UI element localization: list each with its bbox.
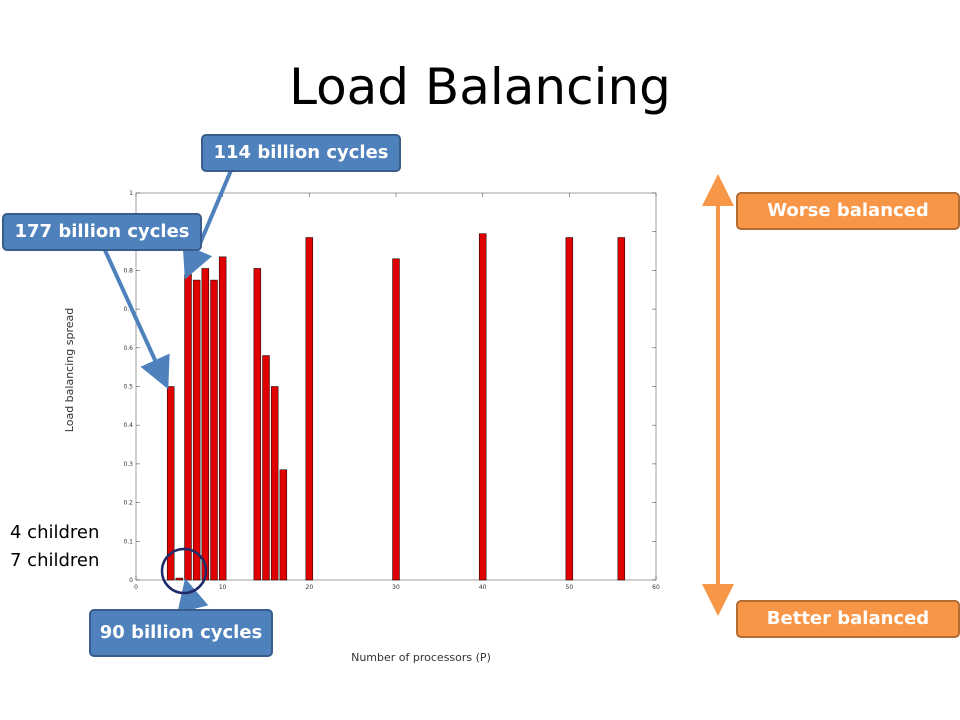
highlight-circle xyxy=(160,547,208,595)
x-tick-label: 60 xyxy=(652,584,660,591)
label-4-children: 4 children xyxy=(10,522,100,543)
x-tick-label: 50 xyxy=(566,584,574,591)
callout-114-billion-cycles: 114 billion cycles xyxy=(201,134,401,172)
callout-177-billion-cycles: 177 billion cycles xyxy=(2,213,202,251)
y-axis-label: Load balancing spread xyxy=(63,308,76,432)
y-tick-label: 0.8 xyxy=(123,267,133,274)
bar-p15 xyxy=(262,355,270,581)
arrow-177 xyxy=(102,247,170,390)
y-tick-label: 0.6 xyxy=(123,345,133,352)
y-tick-label: 0.2 xyxy=(123,500,133,507)
bar-p5 xyxy=(175,577,184,581)
y-tick-label: 0.3 xyxy=(123,461,133,468)
bar-p40 xyxy=(478,233,487,581)
callout-worse-balanced: Worse balanced xyxy=(736,192,960,230)
bar-p14 xyxy=(253,268,262,581)
y-tick-label: 0.1 xyxy=(123,538,133,545)
slide-title: Load Balancing xyxy=(289,58,671,116)
arrow-90 xyxy=(177,578,209,614)
y-tick-label: 0.7 xyxy=(123,306,133,313)
x-tick-label: 30 xyxy=(392,584,400,591)
bar-p6 xyxy=(184,274,192,581)
arrow-114 xyxy=(182,167,234,280)
y-tick-label: 1 xyxy=(129,190,133,197)
x-tick-label: 40 xyxy=(479,584,487,591)
x-tick-label: 0 xyxy=(134,584,138,591)
x-tick-label: 10 xyxy=(219,584,227,591)
bar-p17 xyxy=(279,469,288,581)
bar-p50 xyxy=(565,237,574,581)
bar-p30 xyxy=(392,258,400,581)
bar-p16 xyxy=(270,386,279,581)
callout-better-balanced: Better balanced xyxy=(736,600,960,638)
bar-p56 xyxy=(617,237,626,581)
bar-p10 xyxy=(218,256,227,581)
bar-p20 xyxy=(305,237,314,581)
y-tick-label: 0.4 xyxy=(123,422,133,429)
y-tick-label: 0.5 xyxy=(123,384,133,391)
x-axis-label: Number of processors (P) xyxy=(351,651,491,664)
label-7-children: 7 children xyxy=(10,550,100,571)
bar-p7 xyxy=(192,279,201,581)
x-tick-label: 20 xyxy=(306,584,314,591)
bar-p4 xyxy=(166,386,175,581)
bar-series xyxy=(166,233,626,581)
bar-p9 xyxy=(210,279,218,581)
y-tick-label: 0 xyxy=(129,577,133,584)
callout-90-billion-cycles: 90 billion cycles xyxy=(89,609,273,657)
bar-p8 xyxy=(201,268,210,581)
